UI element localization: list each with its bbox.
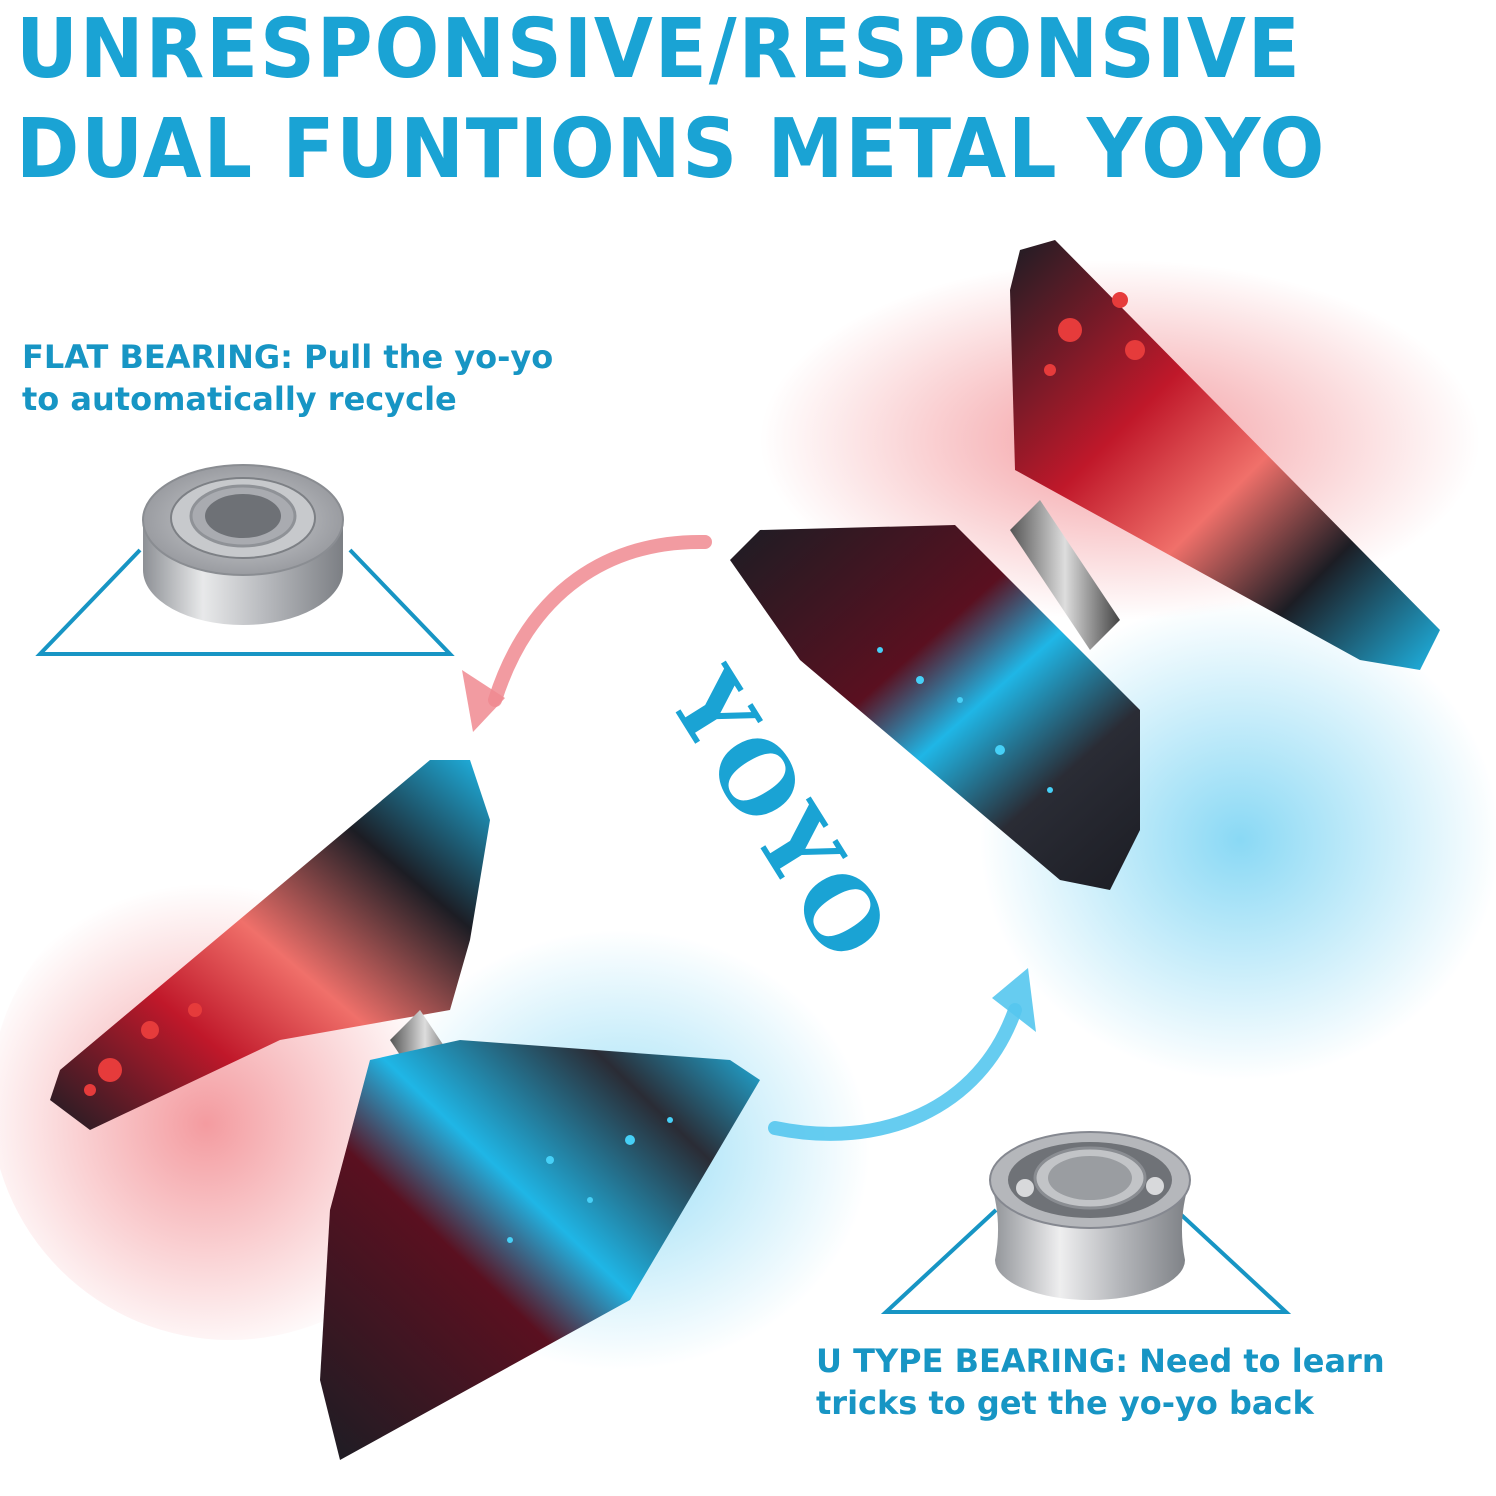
blue-curved-arrow-icon [768, 968, 1036, 1141]
u-bearing-icon [989, 1131, 1191, 1300]
u-bearing-caption-line-1: U TYPE BEARING: Need to learn [816, 1342, 1385, 1380]
yoyo-top-right-image [730, 240, 1440, 890]
u-bearing-caption-line-2: tricks to get the yo-yo back [816, 1384, 1314, 1422]
headline-line-2: DUAL FUNTIONS METAL YOYO [16, 102, 1327, 197]
flat-bearing-triangle [35, 548, 455, 656]
red-curved-arrow-icon [462, 534, 712, 732]
flat-bearing-icon [142, 464, 344, 625]
flat-bearing-caption-line-1: FLAT BEARING: Pull the yo-yo [22, 338, 554, 376]
yoyo-bottom-left-image [50, 760, 760, 1460]
u-bearing-caption: U TYPE BEARING: Need to learn tricks to … [816, 1340, 1385, 1424]
flat-bearing-caption-line-2: to automatically recycle [22, 380, 457, 418]
u-bearing-triangle [880, 1208, 1292, 1314]
headline-line-1: UNRESPONSIVE/RESPONSIVE [16, 2, 1302, 97]
headline: UNRESPONSIVE/RESPONSIVE DUAL FUNTIONS ME… [16, 0, 1326, 200]
flat-bearing-caption: FLAT BEARING: Pull the yo-yo to automati… [22, 336, 553, 420]
